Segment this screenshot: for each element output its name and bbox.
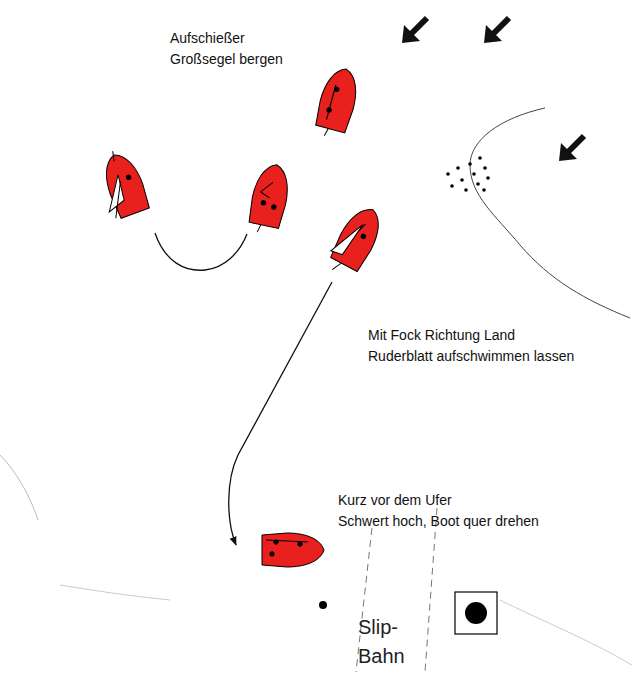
shallow-dots [446,156,490,192]
step-note: Mit Fock Richtung Land Ruderblatt aufsch… [368,325,574,367]
step-note: Kurz vor dem Ufer Schwert hoch, Boot que… [338,490,539,532]
step-note: Aufschießer Großsegel bergen [170,28,283,70]
course-track [155,233,332,546]
crane-symbol [455,592,497,634]
mooring-dot [319,601,327,609]
dinghy [90,65,388,567]
shore-line [0,108,632,665]
slipway-edge [356,508,437,672]
wind-arrow [402,18,584,161]
slipway-label: Slip- Bahn [358,613,405,671]
